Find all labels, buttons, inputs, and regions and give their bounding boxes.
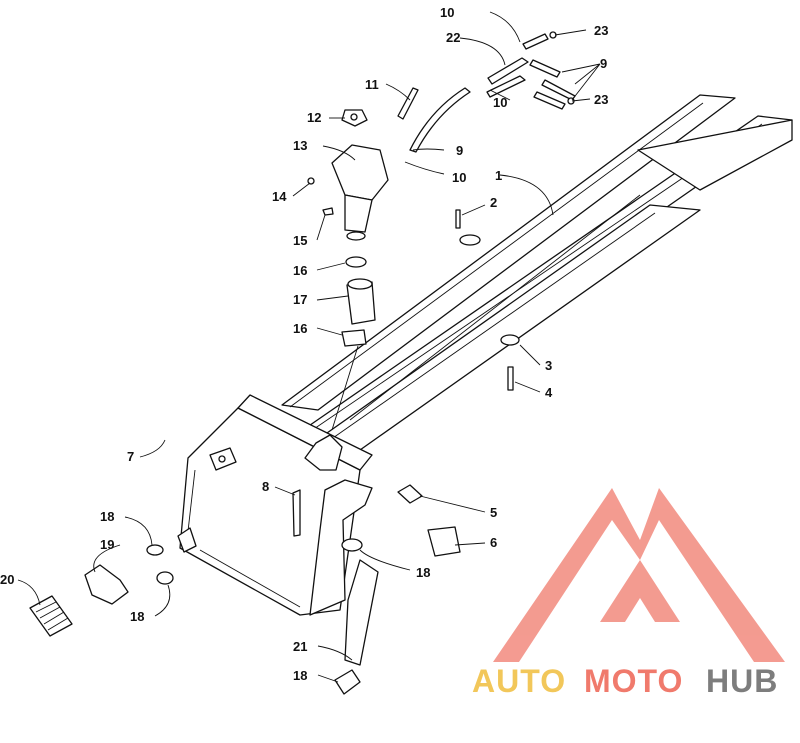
- callout-15: 15: [293, 233, 307, 248]
- callout-10-mid: 10: [493, 95, 507, 110]
- callout-9-upper: 9: [600, 56, 607, 71]
- callout-1: 1: [495, 168, 502, 183]
- callout-12: 12: [307, 110, 321, 125]
- callout-21: 21: [293, 639, 307, 654]
- callout-9-lower: 9: [456, 143, 463, 158]
- hoses-and-fittings: [409, 31, 576, 153]
- gasket-5: [397, 484, 423, 504]
- elbow-19: [84, 564, 129, 605]
- callout-6: 6: [490, 535, 497, 550]
- callout-10-low: 10: [452, 170, 466, 185]
- callout-16-bottom: 16: [293, 321, 307, 336]
- clamp-18-b: [146, 544, 164, 556]
- callout-17: 17: [293, 292, 307, 307]
- callout-4: 4: [545, 385, 553, 400]
- part-6: [427, 526, 461, 557]
- callout-10-top: 10: [440, 5, 454, 20]
- hose-21: [344, 559, 379, 666]
- callout-16-top: 16: [293, 263, 307, 278]
- callout-2: 2: [490, 195, 497, 210]
- clamp-18-c: [156, 571, 174, 585]
- clamp-16-bottom: [341, 329, 367, 347]
- callout-20: 20: [0, 572, 14, 587]
- filler-neck-13: [331, 144, 389, 201]
- watermark-text: AUTO MOTO HUB: [472, 663, 778, 699]
- rivet-2: [455, 209, 461, 229]
- washer-3: [500, 334, 520, 346]
- callout-19: 19: [100, 537, 114, 552]
- clamp-18-d: [334, 669, 361, 695]
- callout-18-left-bottom: 18: [130, 609, 144, 624]
- callout-22: 22: [446, 30, 460, 45]
- callout-23-bottom: 23: [594, 92, 608, 107]
- lower-parts: [29, 209, 520, 695]
- pin-11: [397, 87, 419, 120]
- bolt-4: [507, 366, 514, 391]
- clamp-16-top: [345, 256, 367, 268]
- callout-11: 11: [365, 77, 379, 92]
- watermark-moto: MOTO: [584, 663, 683, 699]
- rail-assembly: [281, 94, 793, 451]
- callout-8: 8: [262, 479, 269, 494]
- callout-13: 13: [293, 138, 307, 153]
- screw-14: [307, 177, 315, 185]
- callout-18-left-top: 18: [100, 509, 114, 524]
- callout-5: 5: [490, 505, 497, 520]
- outlet-fitting: [304, 434, 343, 471]
- callout-23-top: 23: [594, 23, 608, 38]
- coupler-20: [29, 595, 73, 637]
- filler-assembly: [304, 87, 419, 471]
- watermark-hub: HUB: [706, 663, 778, 699]
- screw-15: [322, 207, 334, 216]
- callout-18-bottom: 18: [293, 668, 307, 683]
- callout-3: 3: [545, 358, 552, 373]
- bolt-8: [292, 489, 301, 537]
- leader-lines: [17, 11, 601, 683]
- watermark-logo: [493, 488, 785, 662]
- watermark-auto: AUTO: [472, 663, 566, 699]
- callout-14: 14: [272, 189, 287, 204]
- callout-18-right: 18: [416, 565, 430, 580]
- callout-labels: 1 2 3 4 5 6 7 8 9 9 10 10 10 11 12 13 14…: [0, 5, 608, 683]
- clamp-18-a: [341, 538, 363, 552]
- callout-7: 7: [127, 449, 134, 464]
- bracket: [309, 479, 373, 616]
